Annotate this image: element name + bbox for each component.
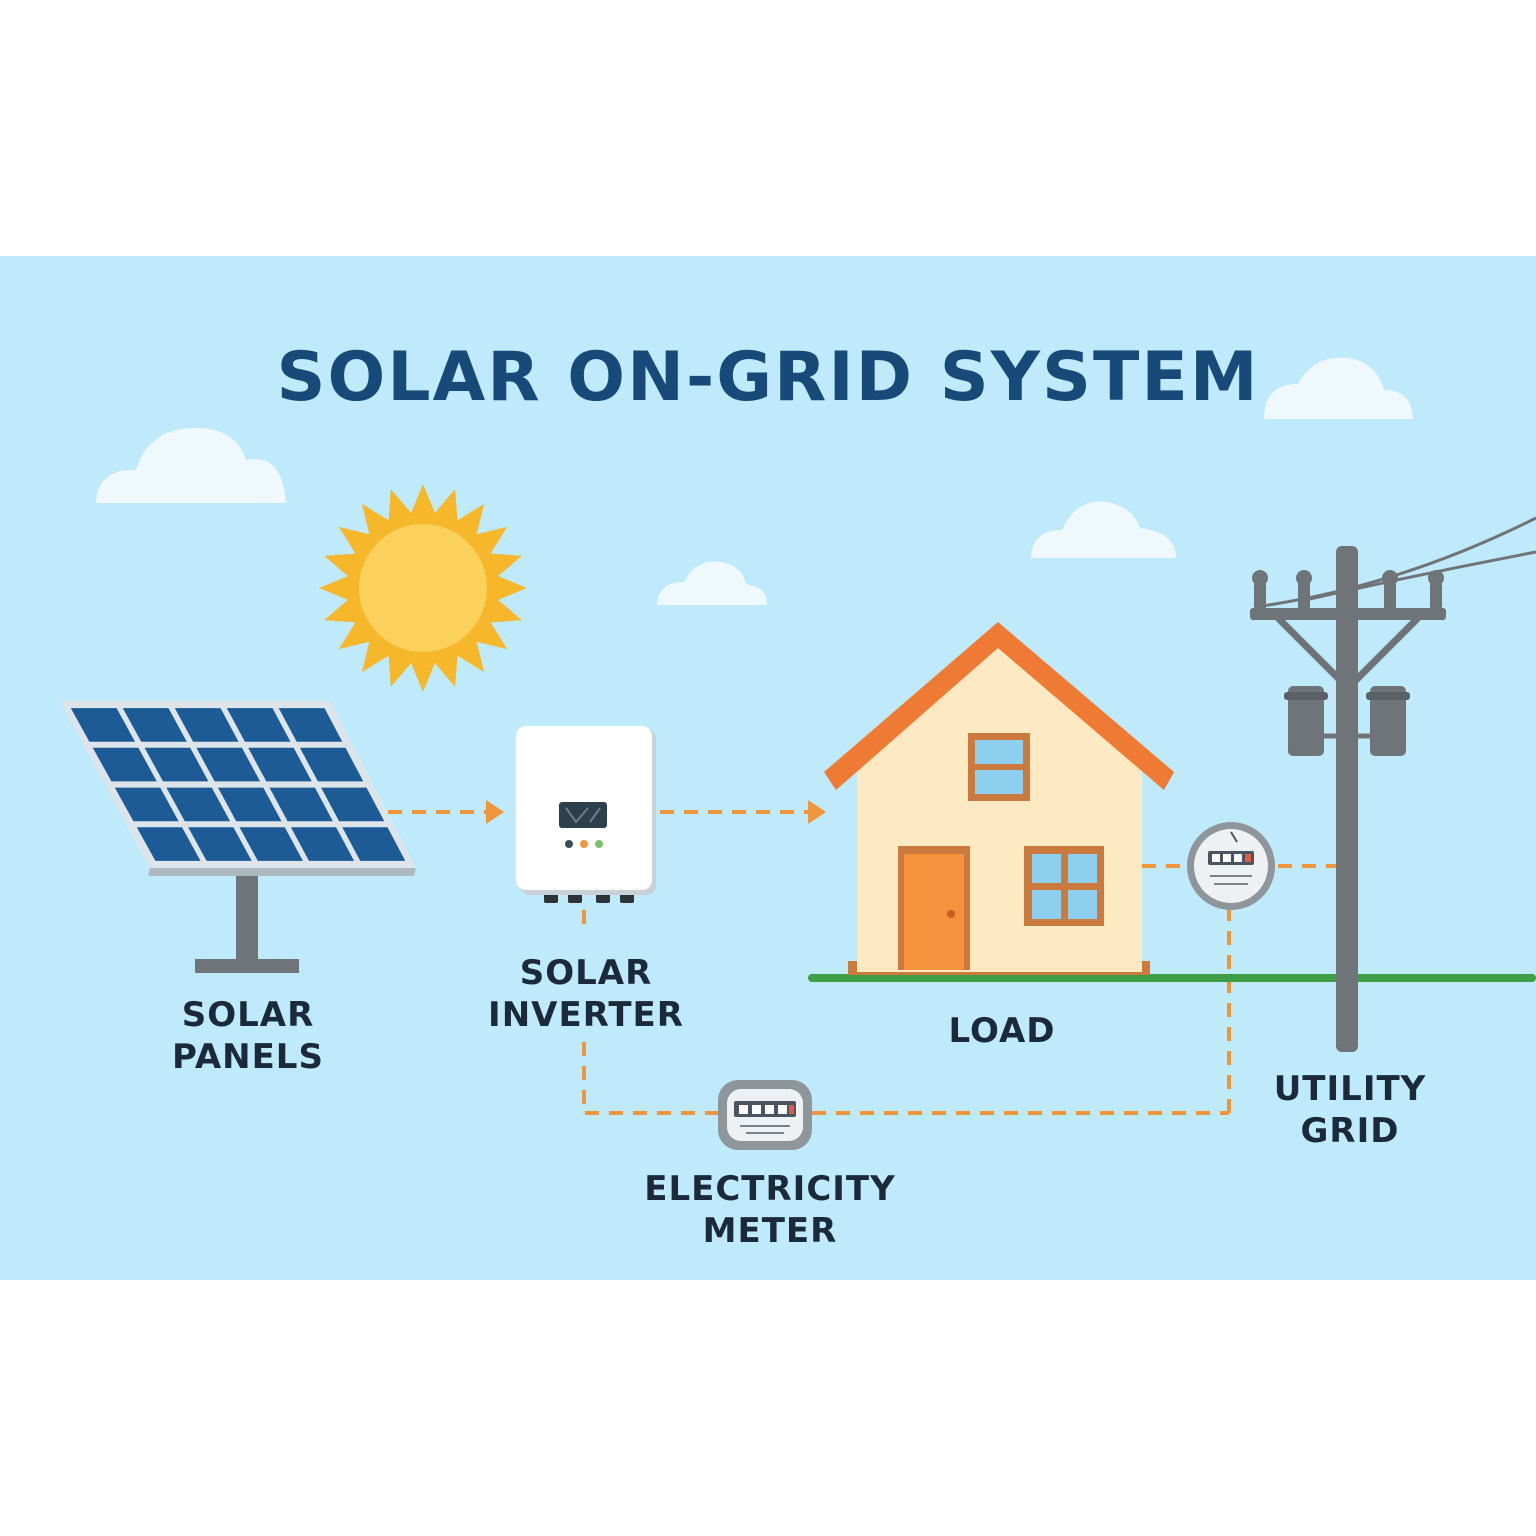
diagram-scene: SOLAR ON-GRID SYSTEM SOLAR PANELS SOLAR …: [0, 256, 1536, 1280]
electricity-meter-icon: [718, 1080, 812, 1150]
label-solar-inverter-line2: INVERTER: [488, 995, 684, 1035]
label-solar-inverter: SOLAR INVERTER: [456, 952, 716, 1036]
ground-line: [808, 974, 1536, 982]
solar-cell: [218, 787, 282, 822]
label-utility-grid-line1: UTILITY: [1273, 1069, 1427, 1109]
cloud-icon: [657, 561, 768, 605]
solar-cell: [174, 708, 239, 742]
diagram-title: SOLAR ON-GRID SYSTEM: [276, 338, 1260, 417]
solar-panel-icon: [60, 701, 416, 973]
solar-cell: [239, 827, 303, 861]
flow-arrowheads: [486, 800, 826, 824]
solar-cell: [269, 787, 333, 822]
solar-cell: [122, 708, 187, 742]
label-load: LOAD: [902, 1010, 1102, 1052]
solar-cell: [144, 747, 209, 782]
label-solar-panels-line1: SOLAR: [181, 995, 315, 1035]
power-flow-lines: [388, 810, 1336, 1115]
label-solar-panels-line2: PANELS: [172, 1037, 324, 1077]
cloud-icon: [96, 428, 286, 503]
home-meter-icon: [1187, 822, 1275, 910]
solar-cell: [114, 787, 179, 822]
label-utility-grid-line2: GRID: [1300, 1111, 1400, 1151]
cloud-icon: [1264, 357, 1413, 419]
solar-cell: [248, 747, 312, 782]
inverter-icon: [516, 726, 656, 903]
solar-cell: [290, 827, 355, 861]
solar-cell: [166, 787, 231, 822]
solar-cell: [136, 827, 201, 861]
label-load-line1: LOAD: [948, 1011, 1056, 1051]
label-electricity-meter-line1: ELECTRICITY: [644, 1169, 896, 1209]
solar-cell: [196, 747, 261, 782]
solar-cell: [92, 747, 157, 782]
solar-cell: [321, 787, 385, 822]
label-electricity-meter-line2: METER: [702, 1211, 838, 1251]
utility-pole-icon: [1250, 516, 1536, 1052]
solar-cell: [278, 708, 343, 742]
house-icon: [824, 622, 1174, 975]
solar-cell: [299, 747, 364, 782]
solar-cell: [226, 708, 291, 742]
solar-cell: [70, 708, 135, 742]
solar-cell: [188, 827, 252, 861]
solar-cell: [342, 827, 406, 861]
label-solar-inverter-line1: SOLAR: [519, 953, 653, 993]
diagram-illustration: [60, 357, 1536, 1150]
label-electricity-meter: ELECTRICITY METER: [620, 1168, 920, 1252]
label-solar-panels: SOLAR PANELS: [128, 994, 368, 1078]
label-utility-grid: UTILITY GRID: [1240, 1068, 1460, 1152]
sun-icon: [319, 484, 527, 692]
cloud-icon: [1031, 501, 1176, 558]
